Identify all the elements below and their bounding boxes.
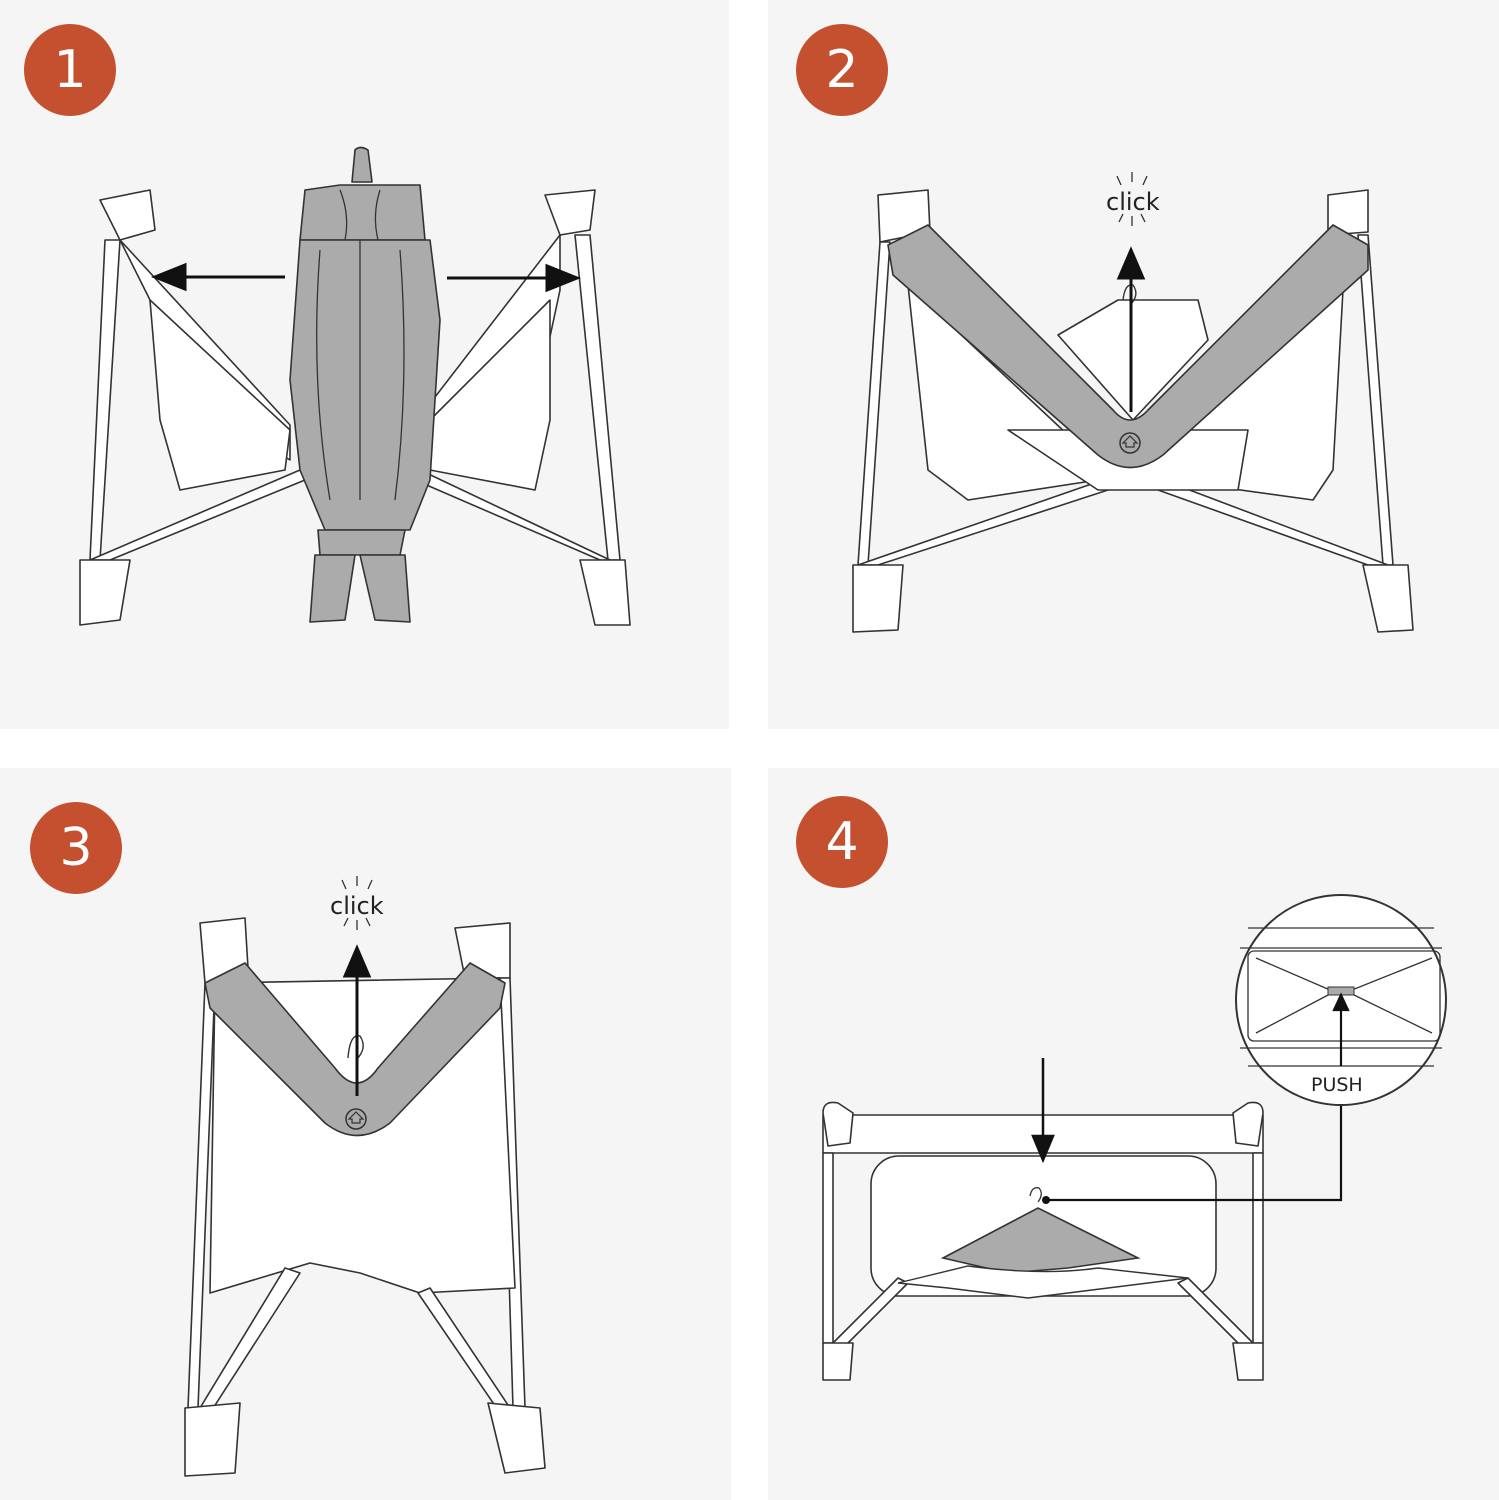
- step-2-badge: 2: [796, 24, 888, 116]
- step-4-badge: 4: [796, 796, 888, 888]
- lock-rails-illustration: click: [184, 876, 546, 1477]
- step-1-number: 1: [53, 40, 87, 100]
- step-1-panel: 1: [0, 0, 729, 729]
- step-2-panel: 2 click: [768, 0, 1499, 729]
- step-3-panel: 3 click: [0, 768, 731, 1500]
- lift-rails-illustration: click: [852, 172, 1414, 633]
- push-floor-illustration: PUSH: [822, 894, 1447, 1381]
- push-label: PUSH: [1311, 1074, 1363, 1096]
- folded-playard-illustration: [79, 146, 631, 626]
- step-4-panel: 4: [768, 768, 1499, 1500]
- click-label: click: [1106, 188, 1160, 216]
- step-3-number: 3: [59, 818, 93, 878]
- step-4-number: 4: [825, 812, 859, 872]
- step-2-number: 2: [825, 40, 859, 100]
- step-3-badge: 3: [30, 802, 122, 894]
- click-label: click: [330, 892, 384, 920]
- step-1-badge: 1: [24, 24, 116, 116]
